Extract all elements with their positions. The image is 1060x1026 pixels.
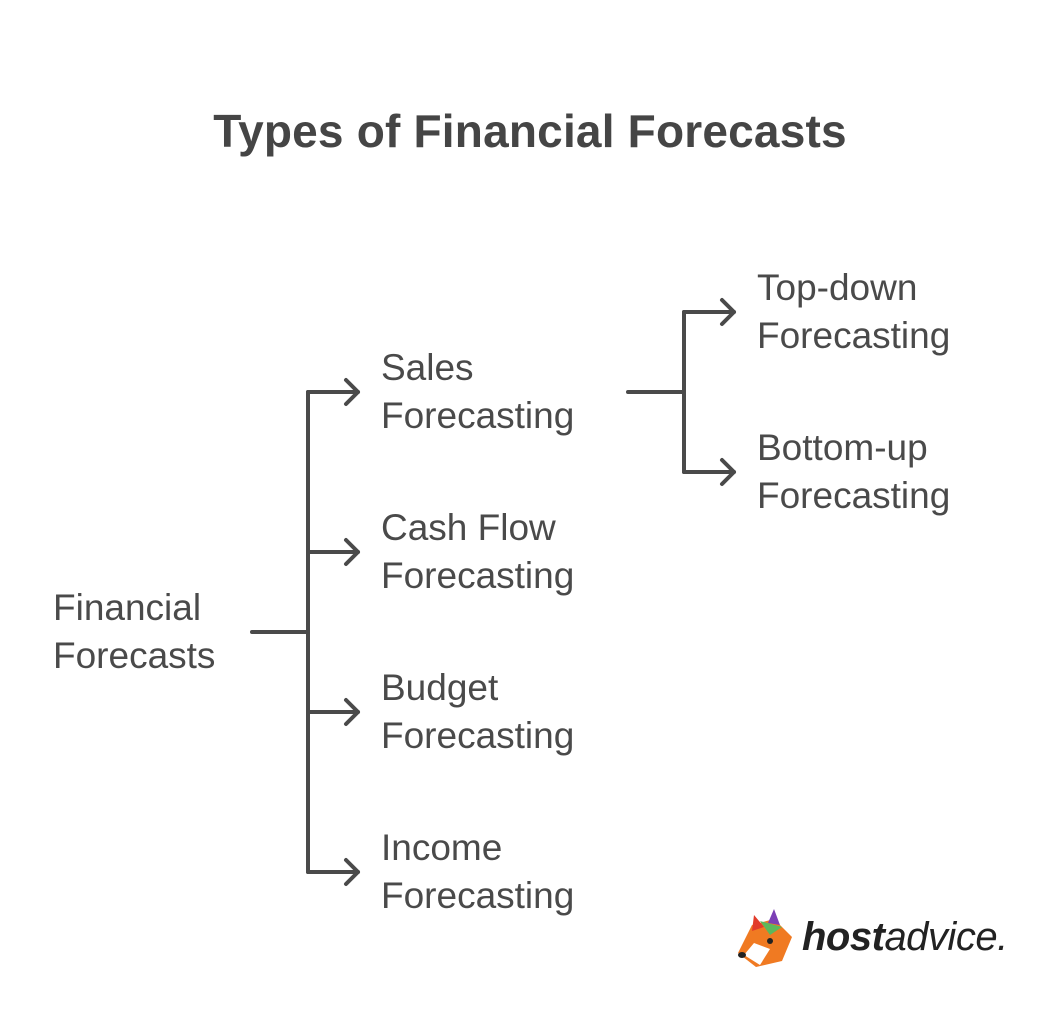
node-label-line1: Income bbox=[381, 827, 503, 868]
logo-wordmark: hostadvice. bbox=[802, 915, 1008, 960]
node-label-line2: Forecasts bbox=[53, 635, 216, 676]
node-label-line2: Forecasting bbox=[381, 555, 575, 596]
logo-wordmark-bold: host bbox=[802, 915, 885, 959]
node-label-line2: Forecasting bbox=[757, 315, 951, 356]
node-label-line2: Forecasting bbox=[381, 715, 575, 756]
arrow-head-bottomup bbox=[720, 458, 736, 486]
logo-wordmark-light: advice. bbox=[884, 915, 1008, 959]
node-label-line2: Forecasting bbox=[381, 875, 575, 916]
node-financial-forecasts: Financial Forecasts bbox=[53, 584, 215, 680]
arrow-head-topdown bbox=[720, 298, 736, 326]
node-budget-forecasting: Budget Forecasting bbox=[381, 664, 574, 760]
node-label-line1: Budget bbox=[381, 667, 499, 708]
arrow-head-sales bbox=[344, 378, 360, 406]
node-label-line1: Top-down bbox=[757, 267, 918, 308]
node-label-line1: Sales bbox=[381, 347, 474, 388]
node-bottom-up-forecasting: Bottom-up Forecasting bbox=[757, 424, 950, 520]
node-label-line1: Cash Flow bbox=[381, 507, 556, 548]
node-income-forecasting: Income Forecasting bbox=[381, 824, 574, 920]
node-top-down-forecasting: Top-down Forecasting bbox=[757, 264, 950, 360]
diagram-title: Types of Financial Forecasts bbox=[213, 105, 847, 157]
node-label-line1: Financial bbox=[53, 587, 202, 628]
node-label-line2: Forecasting bbox=[757, 475, 951, 516]
fox-mascot-icon bbox=[738, 909, 792, 967]
arrow-head-budget bbox=[344, 698, 360, 726]
node-label-line2: Forecasting bbox=[381, 395, 575, 436]
node-cash-flow-forecasting: Cash Flow Forecasting bbox=[381, 504, 574, 600]
node-label-line1: Bottom-up bbox=[757, 427, 928, 468]
hostadvice-logo: hostadvice. bbox=[730, 905, 1020, 975]
arrow-head-income bbox=[344, 858, 360, 886]
node-sales-forecasting: Sales Forecasting bbox=[381, 344, 574, 440]
arrow-head-cashflow bbox=[344, 538, 360, 566]
